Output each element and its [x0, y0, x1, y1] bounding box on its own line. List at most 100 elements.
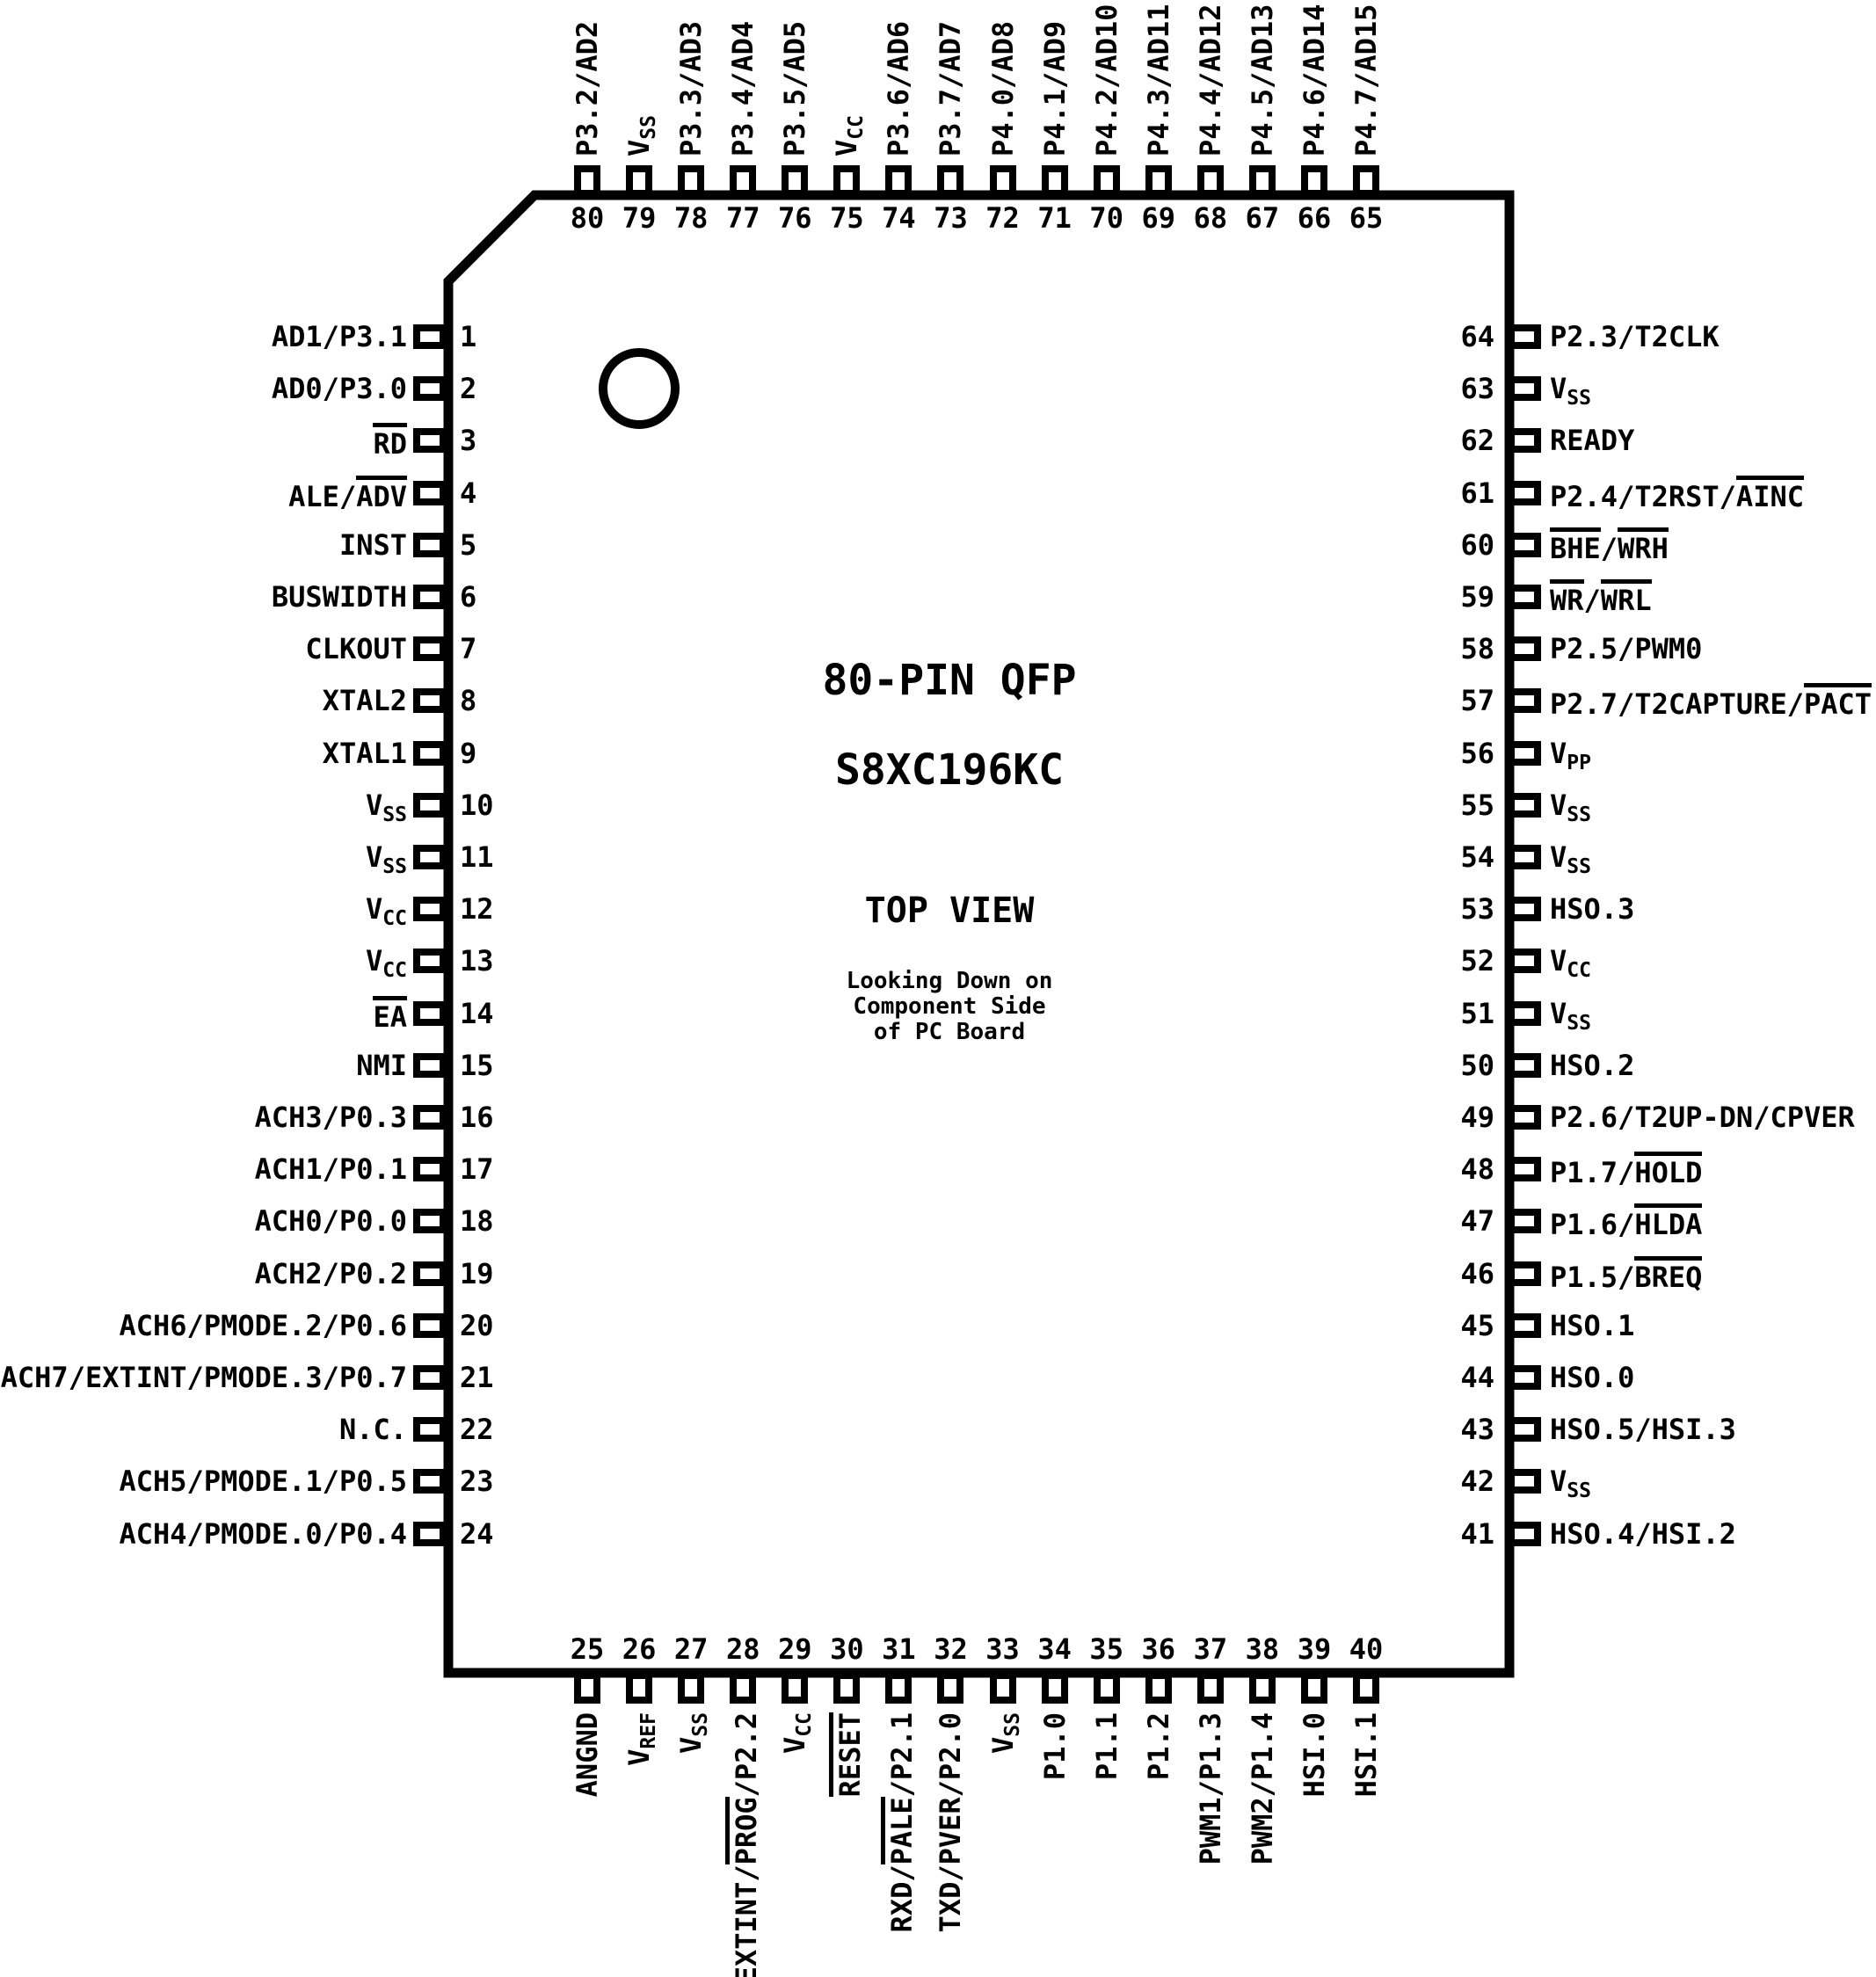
label-segment: V — [778, 1736, 812, 1754]
label-segment: ACH1/P0.1 — [254, 1152, 407, 1187]
pin-40-number: 40 — [1349, 1632, 1384, 1666]
pin-24-number: 24 — [460, 1516, 494, 1551]
label-segment: P4.5/AD13 — [1245, 4, 1279, 156]
pin-58-pad — [1508, 636, 1541, 662]
label-segment: V — [622, 1748, 657, 1766]
pin-20-pad — [413, 1312, 447, 1338]
label-segment: CLKOUT — [305, 632, 407, 666]
pin-18-label: ACH0/P0.0 — [255, 1203, 407, 1239]
label-segment: ALE/ — [288, 479, 357, 513]
label-segment: TXD/PVER/P2.0 — [934, 1712, 968, 1933]
label-segment: P4.4/AD12 — [1193, 4, 1227, 156]
pin-18-pad — [413, 1209, 447, 1234]
pin-60-label: BHE/WRH — [1550, 527, 1669, 566]
pin-40-label: HSI.1 — [1349, 1712, 1384, 1977]
pin-73-number: 73 — [934, 201, 968, 235]
label-segment: V — [1550, 788, 1567, 822]
pin-52-label: VCC — [1550, 943, 1591, 988]
pin-59-number: 59 — [1460, 580, 1494, 614]
pin-53-label: HSO.3 — [1550, 891, 1634, 927]
pin-6-pad — [413, 585, 447, 609]
subscript-segment: CC — [793, 1712, 817, 1737]
pin-12-pad — [413, 897, 447, 922]
pin-2-label: AD0/P3.0 — [272, 371, 407, 406]
pin-79-pad — [626, 165, 653, 197]
subscript-segment: SS — [1567, 803, 1591, 826]
label-segment: ACH4/PMODE.0/P0.4 — [119, 1516, 407, 1551]
overline-segment: WR — [1550, 579, 1584, 616]
label-segment: HSO.5/HSI.3 — [1550, 1413, 1736, 1447]
label-segment: P2.7/T2CAPTURE/ — [1550, 687, 1804, 722]
pin-23-pad — [413, 1469, 447, 1494]
label-segment: P4.0/AD8 — [985, 20, 1020, 156]
pin-63-label: VSS — [1550, 371, 1591, 416]
label-segment: NMI — [356, 1048, 407, 1082]
pin-32-number: 32 — [934, 1632, 968, 1666]
pin-71-number: 71 — [1037, 201, 1072, 235]
pin-29-pad — [782, 1672, 809, 1704]
pin-5-label: INST — [339, 527, 407, 563]
subscript-segment: SS — [689, 1712, 713, 1737]
label-segment: V — [366, 788, 383, 822]
pin1-indicator-circle — [599, 348, 680, 429]
view-label: TOP VIEW — [864, 890, 1035, 931]
label-segment: V — [1550, 944, 1567, 978]
pin-75-pad — [833, 165, 861, 197]
label-segment: XTAL2 — [322, 684, 407, 718]
label-segment: READY — [1550, 424, 1635, 458]
pin-2-pad — [413, 376, 447, 402]
pin-13-pad — [413, 949, 447, 974]
label-segment: P1.5/ — [1550, 1260, 1635, 1294]
pin-68-label: P4.4/AD12 — [1193, 4, 1228, 156]
pin-4-pad — [413, 480, 447, 505]
label-segment: P3.5/AD5 — [778, 20, 812, 156]
label-segment: ACH7/EXTINT/PMODE.3/P0.7 — [0, 1361, 407, 1394]
pin-47-label: P1.6/HLDA — [1550, 1203, 1703, 1242]
pin-25-pad — [574, 1672, 600, 1704]
pin-51-label: VSS — [1550, 996, 1591, 1041]
subscript-segment: SS — [1567, 1011, 1591, 1035]
pin-53-pad — [1508, 897, 1541, 922]
pin-12-label: VCC — [366, 891, 407, 936]
pin-29-number: 29 — [778, 1632, 812, 1666]
pin-41-number: 41 — [1460, 1516, 1494, 1551]
pin-17-label: ACH1/P0.1 — [255, 1152, 407, 1187]
pin-44-number: 44 — [1460, 1361, 1494, 1394]
pin-60-number: 60 — [1460, 527, 1494, 562]
pin-46-label: P1.5/BREQ — [1550, 1255, 1703, 1295]
pin-76-number: 76 — [778, 201, 812, 235]
overline-segment: RESET — [829, 1712, 867, 1798]
pin-56-pad — [1508, 740, 1541, 766]
pin-3-number: 3 — [460, 424, 477, 458]
label-segment: P4.1/AD9 — [1037, 20, 1072, 156]
label-segment: ACH2/P0.2 — [254, 1256, 407, 1290]
pin-68-pad — [1196, 165, 1224, 197]
pin-7-pad — [413, 636, 447, 662]
label-segment: INST — [338, 527, 407, 562]
label-segment: AD1/P3.1 — [271, 320, 407, 353]
label-segment: V — [366, 892, 383, 927]
pin-77-number: 77 — [725, 201, 760, 235]
pin-67-pad — [1248, 165, 1276, 197]
pin-43-label: HSO.5/HSI.3 — [1550, 1412, 1736, 1447]
pin-80-pad — [574, 165, 600, 197]
label-segment: V — [1550, 736, 1567, 770]
label-segment: V — [674, 1736, 709, 1754]
pin-26-label: VREF — [622, 1712, 666, 1977]
label-segment: HSO.3 — [1550, 892, 1635, 927]
overline-segment: HLDA — [1634, 1203, 1703, 1240]
pin-6-number: 6 — [460, 580, 477, 614]
pin-30-label: RESET — [829, 1712, 868, 1977]
label-segment: PWM1/P1.3 — [1193, 1712, 1227, 1865]
pin-46-pad — [1508, 1261, 1541, 1286]
pin-32-pad — [937, 1672, 964, 1704]
pin-64-number: 64 — [1460, 320, 1494, 353]
pin-36-pad — [1145, 1672, 1172, 1704]
label-segment: ACH0/P0.0 — [254, 1204, 407, 1239]
pin-35-number: 35 — [1089, 1632, 1123, 1666]
pin-24-pad — [413, 1521, 447, 1546]
pin-22-pad — [413, 1417, 447, 1443]
pin-39-label: HSI.0 — [1297, 1712, 1332, 1977]
pin-79-number: 79 — [622, 201, 657, 235]
